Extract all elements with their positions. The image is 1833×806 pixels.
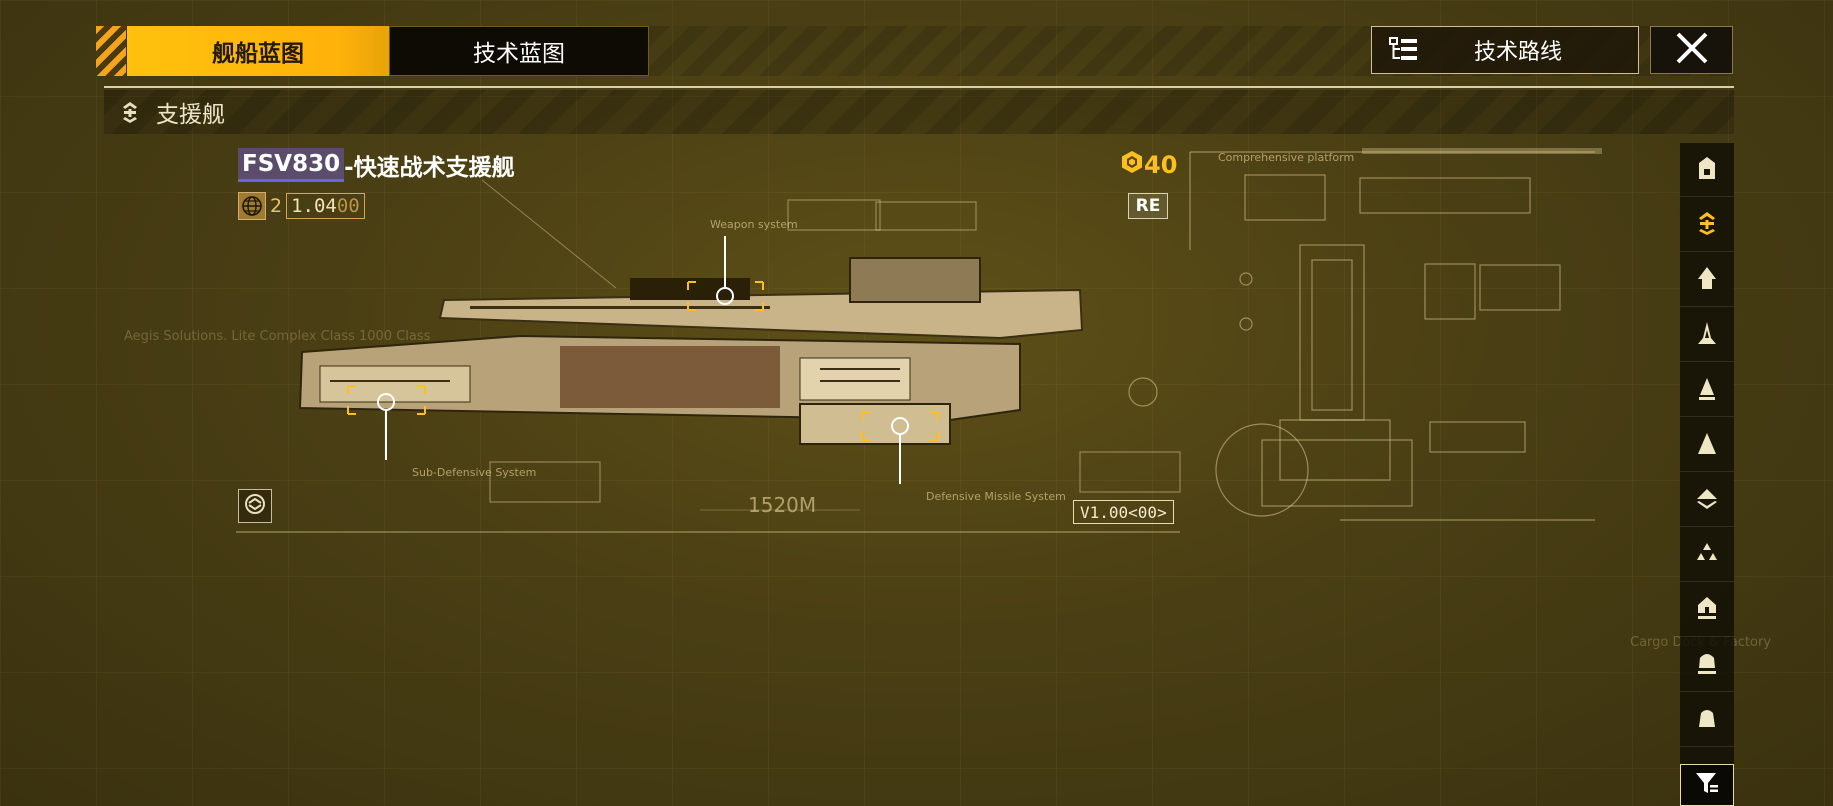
sidebar-item-frigate[interactable] [1680,143,1734,197]
version-count: 2 [270,195,283,217]
re-badge[interactable]: RE [1128,193,1168,219]
auxiliary-ship-icon [1696,430,1718,460]
tech-tree-icon [1384,37,1424,63]
ship-title: FSV830 -快速战术支援舰 [238,148,515,182]
hazard-stripe [96,26,126,76]
focus-view-button[interactable] [238,489,272,523]
support-ship-icon [112,100,148,124]
label-weapon-left: Sub-Defensive System [412,466,537,479]
version-dim: 00 [336,195,360,217]
divider [104,86,1734,88]
sidebar-item-battlecruiser[interactable] [1680,363,1734,417]
sidebar-item-corvette[interactable] [1680,528,1734,582]
corvette-icon [1695,540,1719,570]
cruiser-icon [1696,320,1718,350]
ship-class-sidebar [1680,143,1734,806]
scale-length: 1520M [748,493,817,517]
close-icon [1674,30,1710,70]
destroyer-icon [1696,265,1718,295]
sidebar-item-dreadnought[interactable] [1680,583,1734,637]
sidebar-item-lander[interactable] [1680,693,1734,747]
globe-icon [238,192,266,220]
carrier-icon [1695,485,1719,515]
ship-name: -快速战术支援舰 [344,155,515,181]
tab-ship-blueprint-label: 舰船蓝图 [212,41,304,67]
label-left-module: Aegis Solutions. Lite Complex Class 1000… [124,329,431,344]
cargo-ship-icon [1695,650,1719,680]
focus-icon [242,491,268,521]
sidebar-item-cargo[interactable] [1680,638,1734,692]
sidebar-item-auxiliary[interactable] [1680,418,1734,472]
tab-tech-blueprint[interactable]: 技术蓝图 [389,26,649,76]
version-value-box: 1.04 00 [286,193,365,219]
label-weapon-bottom: Defensive Missile System [926,490,1066,503]
version-row: 2 1.04 00 [238,192,365,220]
tech-route-label: 技术路线 [1473,40,1562,65]
label-comprehensive-platform: Comprehensive platform [1218,151,1355,164]
tab-tech-blueprint-label: 技术蓝图 [473,41,565,67]
close-button[interactable] [1650,26,1733,74]
frigate-icon [1696,155,1718,185]
sidebar-item-cruiser[interactable] [1680,308,1734,362]
lander-icon [1695,705,1719,735]
label-weapon-top: Weapon system [710,218,798,231]
tab-ship-blueprint[interactable]: 舰船蓝图 [127,26,389,76]
tech-route-button[interactable]: 技术路线 [1371,26,1639,74]
filter-icon [1694,770,1720,800]
cost-icon [1120,150,1144,180]
dreadnought-icon [1695,595,1719,625]
category-label: 支援舰 [156,102,225,128]
version-tag: V1.00<00> [1073,500,1174,524]
cost-display: 40 [1120,150,1177,180]
filter-button[interactable] [1680,764,1734,806]
ship-code: FSV830 [238,148,345,182]
sidebar-item-carrier[interactable] [1680,473,1734,527]
category-bar: 支援舰 [104,90,1734,134]
support-ship-icon [1696,210,1718,240]
sidebar-item-destroyer[interactable] [1680,253,1734,307]
cost-value: 40 [1144,151,1178,179]
battlecruiser-icon [1696,375,1718,405]
sidebar-item-support[interactable] [1680,198,1734,252]
version-value: 1.04 [291,195,337,217]
